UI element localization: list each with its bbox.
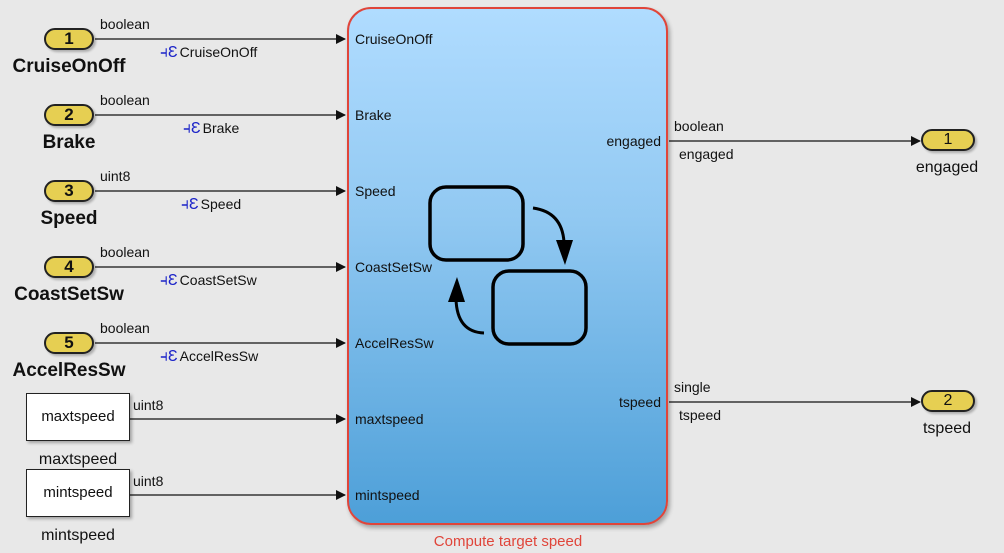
chart-input-port-mintspeed: mintspeed — [355, 487, 420, 503]
signal-name-text: AccelResSw — [179, 348, 259, 364]
dtype-label-coastsetsw: boolean — [100, 244, 150, 260]
inport-label-speed: Speed — [40, 208, 98, 229]
transition-arrowhead-icon — [555, 239, 573, 265]
chart-input-port-brake: Brake — [355, 107, 392, 123]
chart-input-port-cruiseonoff: CruiseOnOff — [355, 31, 433, 47]
dtype-label-mintspeed: uint8 — [133, 473, 164, 489]
signal-name-text: Brake — [202, 120, 240, 136]
transition-arrow-icon — [532, 206, 565, 242]
chart-input-port-maxtspeed: maxtspeed — [355, 411, 424, 427]
signal-resolution-icon: ⫞Ɛ — [181, 196, 199, 213]
dtype-label-brake: boolean — [100, 92, 150, 108]
state-box-icon — [490, 268, 588, 346]
dtype-label-maxtspeed: uint8 — [133, 397, 164, 413]
signal-name-text: CoastSetSw — [179, 272, 257, 288]
stateflow-chart-block[interactable]: CruiseOnOff Brake Speed CoastSetSw Accel… — [347, 7, 668, 525]
dtype-label-tspeed: single — [674, 379, 711, 395]
inport-label-brake: Brake — [42, 132, 96, 153]
signal-resolution-icon: ⫞Ɛ — [183, 120, 201, 137]
chart-input-port-coastsetsw: CoastSetSw — [355, 259, 433, 275]
constant-label-maxtspeed: maxtspeed — [38, 451, 118, 468]
outport-block-tspeed[interactable]: 2 — [921, 390, 975, 412]
inport-block-accelressw[interactable]: 5 — [44, 332, 94, 354]
inport-label-coastsetsw: CoastSetSw — [14, 284, 124, 305]
inport-label-cruiseonoff: CruiseOnOff — [12, 56, 126, 77]
inport-block-cruiseonoff[interactable]: 1 — [44, 28, 94, 50]
signal-name-engaged: engaged — [679, 146, 734, 162]
inport-label-accelressw: AccelResSw — [12, 360, 126, 381]
signal-resolution-icon: ⫞Ɛ — [160, 44, 178, 61]
state-box-icon — [427, 184, 525, 262]
signal-name-text: CruiseOnOff — [179, 44, 258, 60]
signal-name-tspeed: tspeed — [679, 407, 722, 423]
signal-resolution-icon: ⫞Ɛ — [160, 272, 178, 289]
dtype-label-cruiseonoff: boolean — [100, 16, 150, 32]
inport-block-brake[interactable]: 2 — [44, 104, 94, 126]
outport-block-engaged[interactable]: 1 — [921, 129, 975, 151]
constant-block-maxtspeed[interactable]: maxtspeed — [26, 393, 130, 441]
chart-output-port-tspeed: tspeed — [618, 394, 661, 410]
chart-block-name: Compute target speed — [433, 533, 583, 550]
inport-block-coastsetsw[interactable]: 4 — [44, 256, 94, 278]
outport-label-tspeed: tspeed — [922, 420, 972, 437]
transition-arrow-icon — [454, 298, 484, 334]
outport-label-engaged: engaged — [915, 159, 979, 176]
signal-resolution-icon: ⫞Ɛ — [160, 348, 178, 365]
chart-input-port-speed: Speed — [355, 183, 396, 199]
dtype-label-speed: uint8 — [100, 168, 131, 184]
dtype-label-engaged: boolean — [674, 118, 724, 134]
constant-label-mintspeed: mintspeed — [41, 527, 115, 544]
inport-block-speed[interactable]: 3 — [44, 180, 94, 202]
chart-output-port-engaged: engaged — [606, 133, 661, 149]
transition-arrowhead-icon — [447, 276, 465, 302]
dtype-label-accelressw: boolean — [100, 320, 150, 336]
chart-input-port-accelressw: AccelResSw — [355, 335, 434, 351]
constant-block-mintspeed[interactable]: mintspeed — [26, 469, 130, 517]
signal-name-text: Speed — [200, 196, 242, 212]
stateflow-chart-icon — [427, 184, 588, 346]
